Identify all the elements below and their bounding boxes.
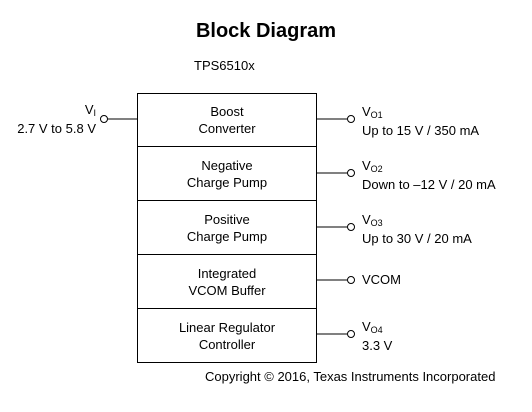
block-label-line1: Boost: [210, 104, 244, 119]
output-terminal-vcom: [347, 276, 355, 284]
block-label-line2: VCOM Buffer: [188, 282, 266, 298]
block-label-line2: Charge Pump: [186, 228, 268, 244]
output-pin-label-o2: VO2 Down to –12 V / 20 mA: [362, 158, 496, 193]
block-label-line1: Integrated: [197, 265, 257, 281]
output-terminal-o2: [347, 169, 355, 177]
linear-regulator-block: Linear Regulator Controller: [137, 309, 317, 363]
output-desc: Up to 15 V / 350 mA: [362, 123, 480, 138]
output-pin-label-vcom: VCOM: [362, 272, 401, 288]
output-subscript: O1: [370, 110, 383, 120]
output-pin-label-o1: VO1 Up to 15 V / 350 mA: [362, 104, 479, 139]
output-desc: 3.3 V: [362, 338, 393, 353]
boost-converter-block: Boost Converter: [137, 93, 317, 147]
negative-charge-pump-block: Negative Charge Pump: [137, 147, 317, 201]
block-label-line2: Controller: [198, 336, 256, 352]
input-name: V: [84, 102, 94, 117]
output-desc: Up to 30 V / 20 mA: [362, 231, 472, 246]
positive-charge-pump-block: Positive Charge Pump: [137, 201, 317, 255]
block-label-line1: Negative: [201, 157, 253, 173]
output-name: V: [362, 212, 371, 227]
output-name: VCOM: [362, 272, 401, 287]
output-name: V: [362, 158, 371, 173]
vcom-buffer-block: Integrated VCOM Buffer: [137, 255, 317, 309]
block-stack: Boost Converter Negative Charge Pump Pos…: [137, 93, 317, 363]
input-subscript: I: [93, 108, 96, 118]
diagram-title: Block Diagram: [195, 20, 337, 42]
output-desc: Down to –12 V / 20 mA: [362, 177, 496, 192]
input-terminal: [100, 115, 108, 123]
output-subscript: O4: [370, 325, 383, 335]
output-subscript: O2: [370, 164, 383, 174]
output-name: V: [362, 319, 371, 334]
output-pin-label-o3: VO3 Up to 30 V / 20 mA: [362, 212, 472, 247]
block-label-line2: Converter: [198, 121, 256, 136]
part-number: TPS6510x: [194, 58, 255, 73]
block-label-line2: Charge Pump: [186, 174, 268, 190]
output-name: V: [362, 104, 371, 119]
output-pin-label-o4: VO4 3.3 V: [362, 319, 392, 354]
input-range: 2.7 V to 5.8 V: [17, 121, 96, 136]
block-label-line1: Linear Regulator: [178, 319, 276, 335]
output-terminal-o4: [347, 330, 355, 338]
block-label-line1: Positive: [204, 211, 250, 227]
copyright-notice: Copyright © 2016, Texas Instruments Inco…: [205, 369, 496, 384]
input-pin-label: VI 2.7 V to 5.8 V: [10, 102, 96, 137]
output-terminal-o3: [347, 223, 355, 231]
output-terminal-o1: [347, 115, 355, 123]
output-subscript: O3: [370, 218, 383, 228]
